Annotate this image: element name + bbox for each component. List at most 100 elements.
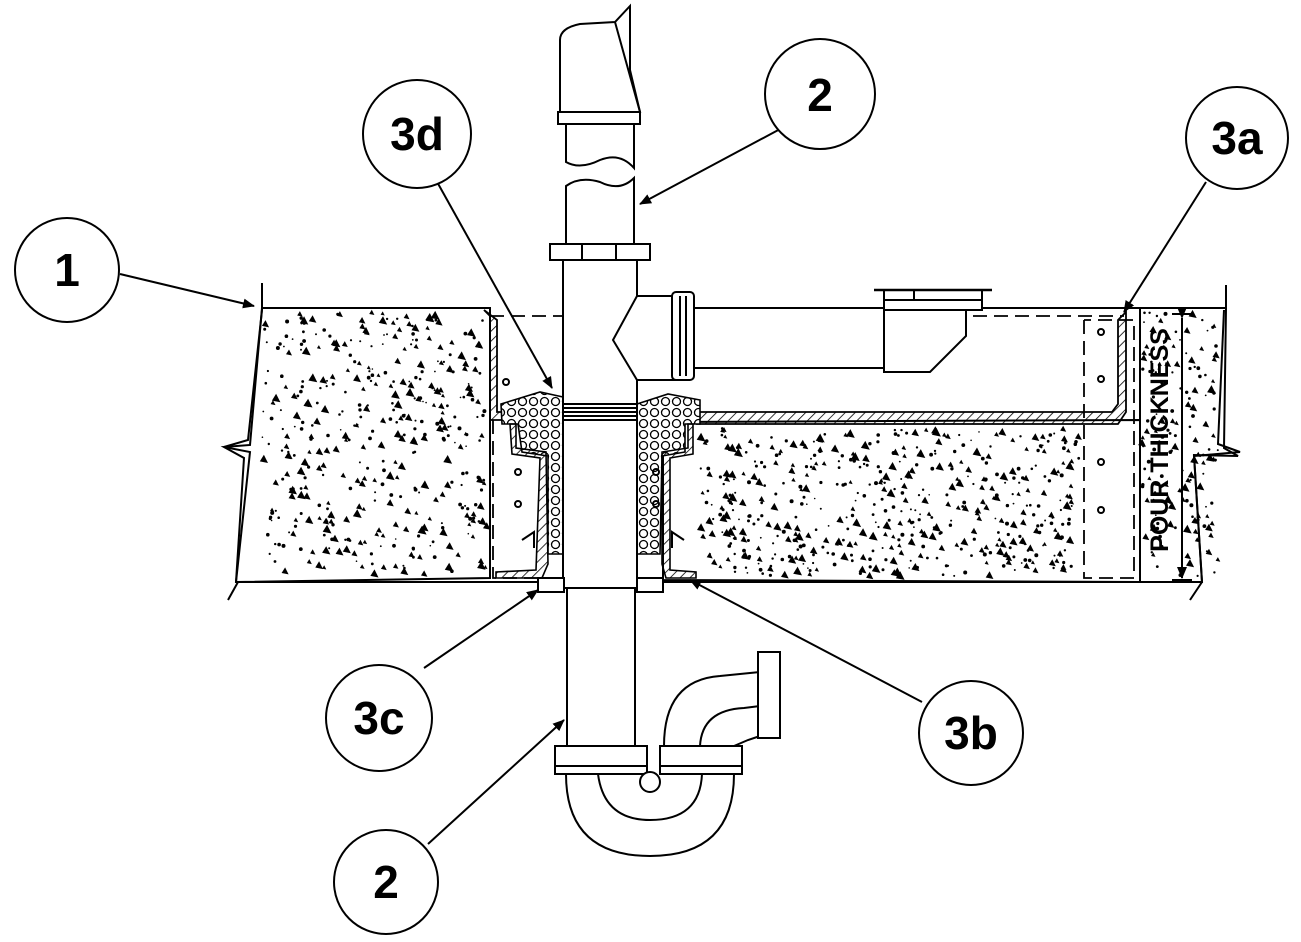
aggregate-speck [978, 547, 985, 554]
aggregate-speck [989, 445, 992, 448]
aggregate-speck [425, 325, 430, 331]
aggregate-speck [420, 419, 424, 424]
aggregate-speck [962, 500, 967, 505]
aggregate-speck [292, 411, 301, 420]
aggregate-speck [354, 422, 360, 428]
aggregate-speck [1210, 501, 1214, 505]
aggregate-speck [884, 558, 888, 562]
aggregate-speck [418, 377, 422, 381]
aggregate-speck [1042, 542, 1047, 547]
aggregate-speck [945, 493, 949, 497]
aggregate-speck [1068, 499, 1075, 505]
aggregate-speck [1044, 519, 1047, 522]
aggregate-speck [407, 381, 415, 389]
aggregate-speck [881, 547, 884, 549]
aggregate-speck [750, 472, 758, 481]
aggregate-speck [763, 484, 766, 487]
aggregate-speck [265, 341, 268, 344]
aggregate-speck [706, 466, 711, 471]
aggregate-speck [729, 542, 733, 545]
aggregate-speck [1029, 503, 1032, 507]
aggregate-speck [440, 410, 445, 415]
aggregate-speck [396, 326, 403, 333]
aggregate-speck [1065, 461, 1075, 471]
aggregate-speck [315, 561, 323, 570]
aggregate-speck [1188, 356, 1196, 364]
aggregate-speck [946, 564, 950, 567]
aggregate-speck [953, 574, 956, 577]
aggregate-speck [418, 491, 421, 494]
aggregate-speck [1191, 515, 1194, 518]
aggregate-speck [1196, 482, 1205, 491]
aggregate-speck [1020, 519, 1027, 526]
aggregate-speck [454, 441, 456, 444]
aggregate-speck [747, 480, 751, 485]
aggregate-speck [423, 432, 427, 437]
aggregate-speck [399, 378, 407, 386]
aggregate-speck [999, 472, 1009, 481]
aggregate-speck [1024, 543, 1026, 546]
aggregate-speck [465, 471, 469, 475]
aggregate-speck [731, 509, 735, 512]
aggregate-speck [1191, 386, 1199, 394]
aggregate-speck [827, 525, 830, 527]
aggregate-speck [1168, 450, 1173, 454]
aggregate-speck [755, 478, 764, 487]
aggregate-speck [413, 397, 416, 400]
aggregate-speck [1143, 321, 1145, 323]
aggregate-speck [457, 426, 462, 431]
aggregate-speck [849, 457, 853, 462]
aggregate-speck [300, 458, 310, 467]
aggregate-speck [929, 452, 933, 457]
aggregate-speck [850, 451, 856, 457]
aggregate-speck [305, 515, 314, 524]
aggregate-speck [837, 466, 841, 469]
aggregate-speck [724, 443, 732, 451]
aggregate-speck [1153, 429, 1158, 434]
aggregate-speck [477, 520, 481, 523]
callout-3d: 3d [362, 79, 472, 189]
aggregate-speck [303, 492, 311, 500]
aggregate-speck [798, 554, 807, 563]
aggregate-speck [972, 482, 975, 486]
aggregate-speck [332, 339, 341, 348]
aggregate-speck [1140, 435, 1145, 440]
aggregate-speck [272, 479, 279, 486]
aggregate-speck [961, 505, 965, 508]
callout-2-bottom-label: 2 [373, 856, 399, 908]
aggregate-speck [796, 548, 800, 551]
aggregate-speck [1187, 471, 1195, 479]
pour-thickness-label: POUR THICKNESS [1146, 328, 1174, 552]
aggregate-speck [723, 434, 728, 439]
aggregate-speck [1154, 373, 1158, 377]
aggregate-speck [303, 484, 309, 490]
aggregate-speck [806, 503, 808, 506]
aggregate-speck [277, 516, 281, 519]
aggregate-speck [809, 465, 813, 469]
aggregate-speck [961, 504, 969, 512]
aggregate-speck [405, 388, 415, 397]
aggregate-speck [953, 449, 957, 454]
aggregate-speck [991, 495, 997, 501]
aggregate-speck [1033, 527, 1041, 535]
callout-1-label: 1 [54, 244, 80, 296]
aggregate-speck [1061, 435, 1068, 443]
aggregate-speck [1048, 433, 1053, 437]
aggregate-speck [358, 461, 361, 464]
aggregate-speck [919, 513, 921, 516]
aggregate-speck [997, 531, 1000, 534]
aggregate-speck [281, 427, 284, 431]
leader-2-top [639, 127, 783, 205]
aggregate-speck [998, 428, 1007, 436]
aggregate-speck [478, 439, 481, 442]
aggregate-speck [998, 517, 1005, 524]
aggregate-speck [815, 433, 825, 443]
aggregate-speck [281, 567, 289, 575]
aggregate-speck [1159, 544, 1164, 549]
aggregate-speck [848, 480, 853, 485]
aggregate-speck [357, 539, 364, 546]
aggregate-speck [800, 502, 804, 506]
aggregate-speck [774, 553, 777, 556]
aggregate-speck [303, 476, 307, 480]
